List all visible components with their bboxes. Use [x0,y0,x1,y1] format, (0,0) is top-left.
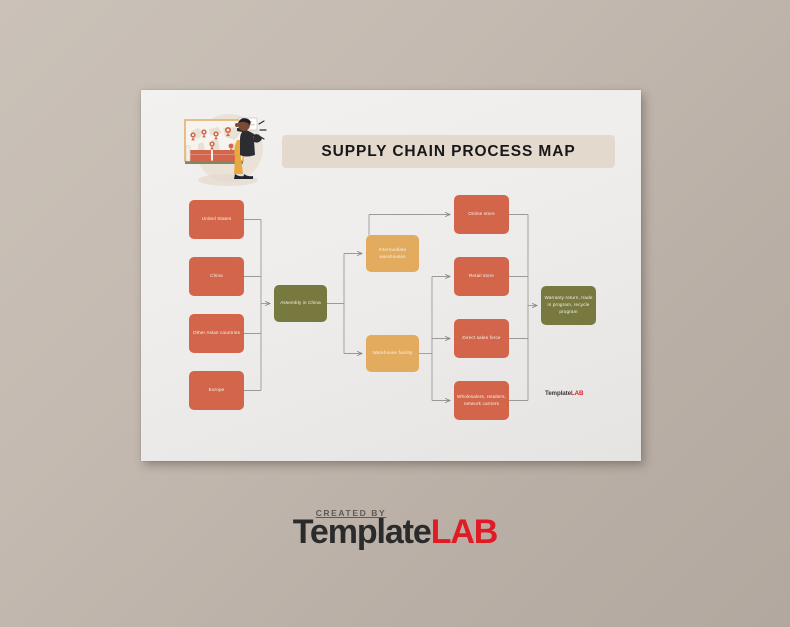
templatelab-logo: TemplateLAB [0,513,790,551]
node-retail-store[interactable]: Retail store [454,257,509,296]
created-by-label: CREATED BY [315,508,387,518]
flow-connectors [244,90,641,461]
document-templatelab-logo: TemplateLAB [545,390,583,397]
node-wholesalers-retailers-network-carriers[interactable]: Wholesalers, retailers, network carriers [454,381,509,420]
node-europe[interactable]: Europe [189,371,244,410]
node-online-store[interactable]: Online store [454,195,509,234]
document-logo-template: Template [545,390,571,397]
node-warranty-return-trade-in-recycle[interactable]: Warranty return, trade in program, recyc… [541,286,596,325]
document-sheet: SUPPLY CHAIN PROCESS MAP [141,90,641,461]
node-united-states[interactable]: United States [189,200,244,239]
node-direct-sales-force[interactable]: Direct sales force [454,319,509,358]
node-assembly-in-china[interactable]: Assembly in China [274,285,327,322]
title-banner: SUPPLY CHAIN PROCESS MAP [282,135,615,168]
brand-lab: LAB [430,513,499,551]
node-other-asian-countries[interactable]: Other Asian countries [189,314,244,353]
node-china[interactable]: China [189,257,244,296]
page-title: SUPPLY CHAIN PROCESS MAP [321,142,576,160]
document-logo-lab: LAB [570,390,584,397]
brand-template: Template [292,513,432,551]
footer-branding: CREATED BY TemplateLAB [0,508,790,551]
supply-chain-illustration [171,104,281,192]
node-warehouse-facility[interactable]: Warehouse facility [366,335,419,372]
node-intermediate-warehouses[interactable]: Intermediate warehouses [366,235,419,272]
